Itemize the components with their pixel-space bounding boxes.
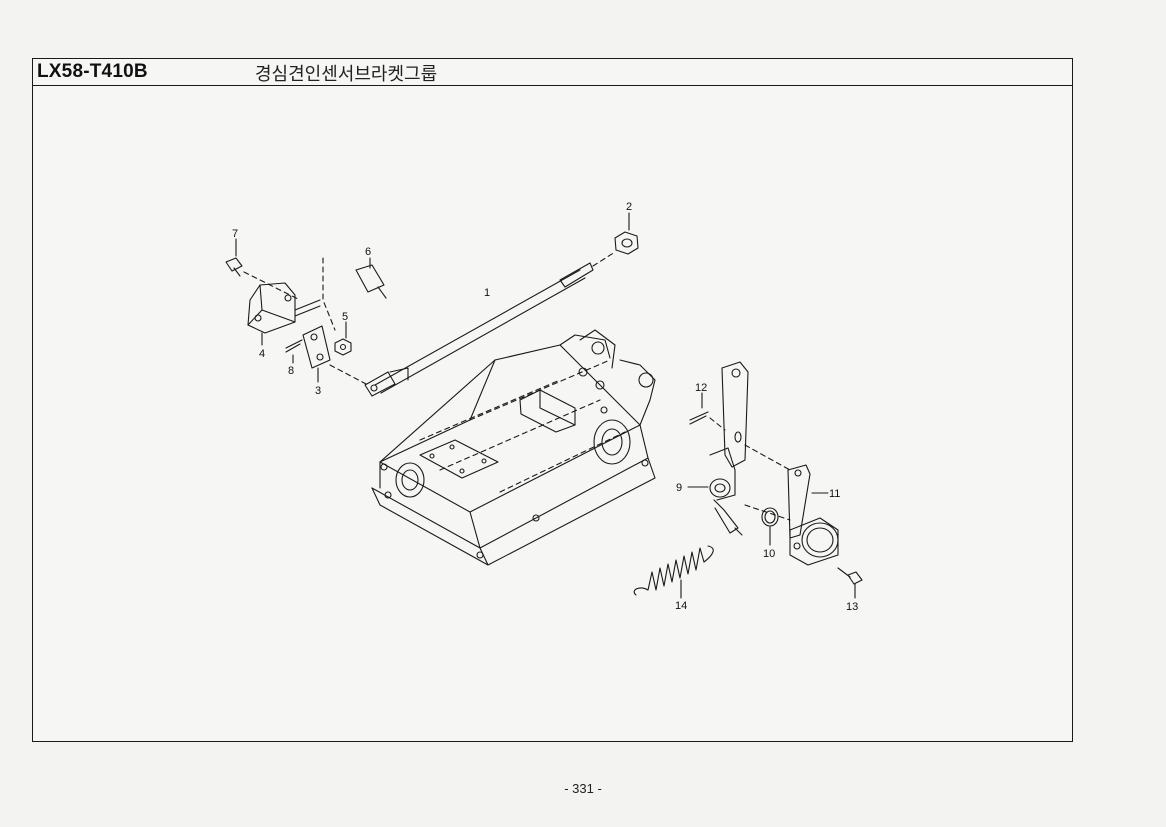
part-5-nut (334, 321, 352, 356)
part-11-sensor-bracket (744, 444, 839, 566)
callout-12: 12 (695, 382, 707, 394)
part-8-cotter-pin (285, 339, 369, 386)
callout-2: 2 (626, 201, 632, 213)
part-14-spring (633, 545, 714, 599)
callout-1: 1 (484, 287, 490, 299)
part-code: LX58-T410B (37, 61, 148, 82)
group-title: 경심견인센서브라켓그룹 (255, 64, 438, 85)
callout-labels: 1 2 3 4 5 6 7 8 9 10 11 12 13 14 (232, 201, 858, 613)
part-7-bolt (225, 238, 301, 301)
page-number: - 331 - (564, 781, 602, 796)
part-12-cotter-pin (689, 392, 726, 431)
callout-9: 9 (676, 482, 682, 494)
part-10-circlip (761, 507, 779, 546)
part-2-nut (614, 212, 639, 255)
callout-7: 7 (232, 228, 238, 240)
callout-4: 4 (259, 348, 265, 360)
callout-13: 13 (846, 601, 858, 613)
header-bar: LX58-T410B 경심견인센서브라켓그룹 (33, 59, 1072, 86)
callout-3: 3 (315, 385, 321, 397)
callout-5: 5 (342, 311, 348, 323)
page-frame: LX58-T410B 경심견인센서브라켓그룹 (32, 58, 1073, 742)
part-13-screw (837, 567, 863, 599)
part-4-sensor (247, 282, 321, 346)
callout-8: 8 (288, 365, 294, 377)
callout-6: 6 (365, 246, 371, 258)
part-3-link-plate (302, 325, 331, 383)
part-1-rod (364, 251, 616, 397)
callout-14: 14 (675, 600, 687, 612)
callout-11: 11 (829, 488, 840, 500)
part-9-lever (687, 361, 749, 536)
part-6-stud (322, 257, 387, 331)
transmission-housing (371, 329, 656, 566)
callout-10: 10 (763, 548, 775, 560)
